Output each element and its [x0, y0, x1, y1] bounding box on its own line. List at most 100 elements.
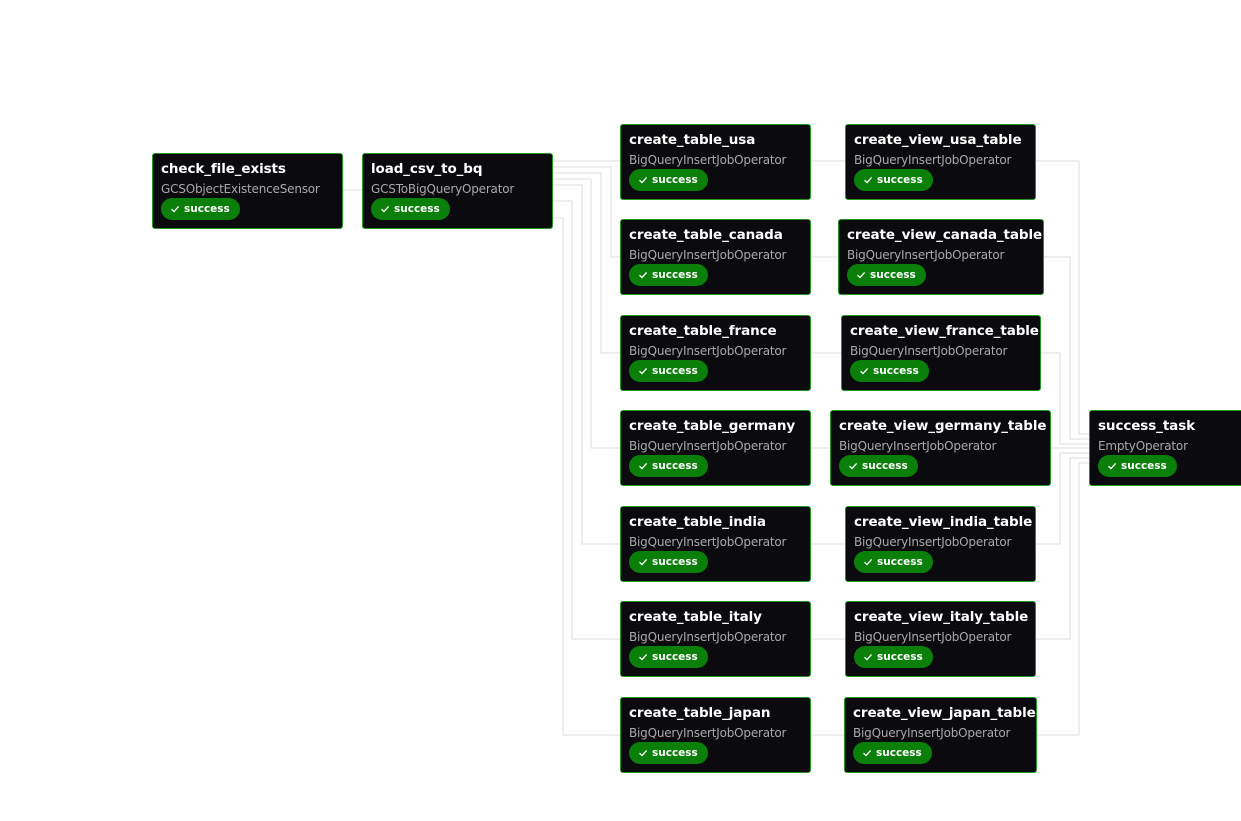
- check-icon: [864, 653, 873, 661]
- status-badge: success: [629, 169, 708, 191]
- task-node-create-table-germany[interactable]: create_table_germany BigQueryInsertJobOp…: [620, 410, 811, 486]
- task-node-create-view-canada-table[interactable]: create_view_canada_table BigQueryInsertJ…: [838, 219, 1044, 295]
- task-title: create_table_canada: [629, 227, 783, 243]
- task-node-create-table-usa[interactable]: create_table_usa BigQueryInsertJobOperat…: [620, 124, 811, 200]
- check-icon: [381, 205, 390, 213]
- status-label: success: [870, 269, 916, 281]
- task-operator: BigQueryInsertJobOperator: [629, 153, 787, 167]
- task-title: create_table_usa: [629, 132, 756, 148]
- check-icon: [639, 176, 648, 184]
- task-operator: BigQueryInsertJobOperator: [629, 344, 787, 358]
- task-title: create_view_france_table: [850, 323, 1039, 339]
- edge-view-france-to-success: [1041, 352, 1090, 445]
- task-operator: BigQueryInsertJobOperator: [629, 248, 787, 262]
- edge-load-to-table-japan: [553, 217, 621, 736]
- edge-view-india-to-success: [1036, 452, 1090, 545]
- status-label: success: [394, 203, 440, 215]
- check-icon: [863, 749, 872, 757]
- task-operator: BigQueryInsertJobOperator: [854, 535, 1012, 549]
- status-label: success: [652, 174, 698, 186]
- task-operator: BigQueryInsertJobOperator: [850, 344, 1008, 358]
- task-title: check_file_exists: [161, 161, 286, 177]
- status-badge: success: [853, 742, 932, 764]
- task-operator: BigQueryInsertJobOperator: [854, 630, 1012, 644]
- check-icon: [1108, 462, 1117, 470]
- check-icon: [860, 367, 869, 375]
- edge-load-to-table-italy: [553, 200, 621, 640]
- task-node-create-view-india-table[interactable]: create_view_india_table BigQueryInsertJo…: [845, 506, 1036, 582]
- task-title: create_table_india: [629, 514, 766, 530]
- task-title: create_table_france: [629, 323, 777, 339]
- status-badge: success: [847, 264, 926, 286]
- check-icon: [639, 653, 648, 661]
- task-node-load-csv-to-bq[interactable]: load_csv_to_bq GCSToBigQueryOperator suc…: [362, 153, 553, 229]
- status-label: success: [1121, 460, 1167, 472]
- task-node-create-table-canada[interactable]: create_table_canada BigQueryInsertJobOpe…: [620, 219, 811, 295]
- check-icon: [864, 176, 873, 184]
- task-operator: GCSToBigQueryOperator: [371, 182, 515, 196]
- task-operator: BigQueryInsertJobOperator: [847, 248, 1005, 262]
- edge-load-to-table-france: [553, 172, 621, 354]
- status-label: success: [862, 460, 908, 472]
- task-title: create_table_japan: [629, 705, 771, 721]
- task-node-create-table-india[interactable]: create_table_india BigQueryInsertJobOper…: [620, 506, 811, 582]
- check-icon: [639, 749, 648, 757]
- edge-load-to-table-india: [553, 184, 621, 545]
- task-title: create_view_italy_table: [854, 609, 1029, 625]
- status-badge: success: [850, 360, 929, 382]
- task-node-create-table-france[interactable]: create_table_france BigQueryInsertJobOpe…: [620, 315, 811, 391]
- task-node-create-view-usa-table[interactable]: create_view_usa_table BigQueryInsertJobO…: [845, 124, 1036, 200]
- task-node-create-view-france-table[interactable]: create_view_france_table BigQueryInsertJ…: [841, 315, 1041, 391]
- task-title: success_task: [1098, 418, 1196, 434]
- edge-view-usa-to-success: [1036, 160, 1090, 435]
- check-icon: [639, 271, 648, 279]
- task-title: create_view_canada_table: [847, 227, 1043, 243]
- task-node-create-view-germany-table[interactable]: create_view_germany_table BigQueryInsert…: [830, 410, 1051, 486]
- edge-view-italy-to-success: [1036, 457, 1090, 640]
- status-label: success: [877, 651, 923, 663]
- task-operator: BigQueryInsertJobOperator: [629, 535, 787, 549]
- status-label: success: [184, 203, 230, 215]
- task-node-create-view-italy-table[interactable]: create_view_italy_table BigQueryInsertJo…: [845, 601, 1036, 677]
- task-operator: BigQueryInsertJobOperator: [839, 439, 997, 453]
- task-title: create_table_italy: [629, 609, 762, 625]
- task-title: create_view_germany_table: [839, 418, 1047, 434]
- check-icon: [864, 558, 873, 566]
- status-badge: success: [371, 198, 450, 220]
- edge-view-canada-to-success: [1044, 256, 1090, 440]
- status-badge: success: [629, 551, 708, 573]
- check-icon: [639, 558, 648, 566]
- task-node-check-file-exists[interactable]: check_file_exists GCSObjectExistenceSens…: [152, 153, 343, 229]
- status-label: success: [652, 556, 698, 568]
- task-node-create-table-italy[interactable]: create_table_italy BigQueryInsertJobOper…: [620, 601, 811, 677]
- status-badge: success: [854, 551, 933, 573]
- status-label: success: [877, 174, 923, 186]
- task-title: create_table_germany: [629, 418, 796, 434]
- edge-load-to-table-canada: [553, 166, 621, 258]
- status-badge: success: [629, 742, 708, 764]
- status-label: success: [652, 460, 698, 472]
- status-badge: success: [854, 646, 933, 668]
- task-operator: BigQueryInsertJobOperator: [629, 439, 787, 453]
- status-label: success: [877, 556, 923, 568]
- status-badge: success: [854, 169, 933, 191]
- task-node-create-view-japan-table[interactable]: create_view_japan_table BigQueryInsertJo…: [844, 697, 1037, 773]
- task-title: create_view_usa_table: [854, 132, 1022, 148]
- status-label: success: [652, 651, 698, 663]
- task-operator: EmptyOperator: [1098, 439, 1188, 453]
- status-badge: success: [629, 646, 708, 668]
- task-operator: BigQueryInsertJobOperator: [853, 726, 1011, 740]
- check-icon: [849, 462, 858, 470]
- status-label: success: [873, 365, 919, 377]
- status-badge: success: [839, 455, 918, 477]
- task-title: create_view_india_table: [854, 514, 1033, 530]
- status-badge: success: [1098, 455, 1177, 477]
- status-label: success: [876, 747, 922, 759]
- task-operator: BigQueryInsertJobOperator: [629, 726, 787, 740]
- status-badge: success: [161, 198, 240, 220]
- task-node-create-table-japan[interactable]: create_table_japan BigQueryInsertJobOper…: [620, 697, 811, 773]
- task-title: load_csv_to_bq: [371, 161, 483, 177]
- task-operator: BigQueryInsertJobOperator: [629, 630, 787, 644]
- task-node-success-task[interactable]: success_task EmptyOperator success: [1089, 410, 1241, 486]
- status-label: success: [652, 747, 698, 759]
